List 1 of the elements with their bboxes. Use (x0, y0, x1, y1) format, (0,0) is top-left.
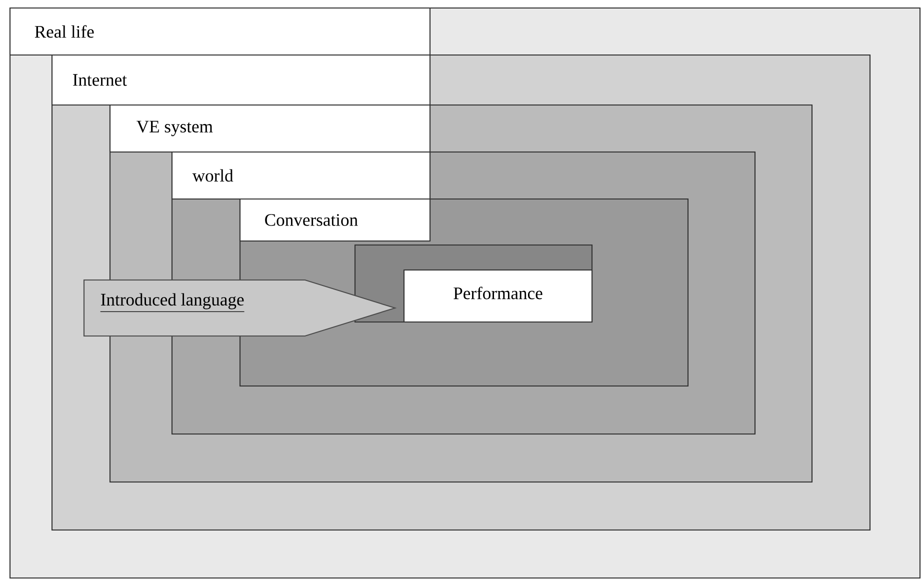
label-box: Performance (403, 269, 593, 323)
